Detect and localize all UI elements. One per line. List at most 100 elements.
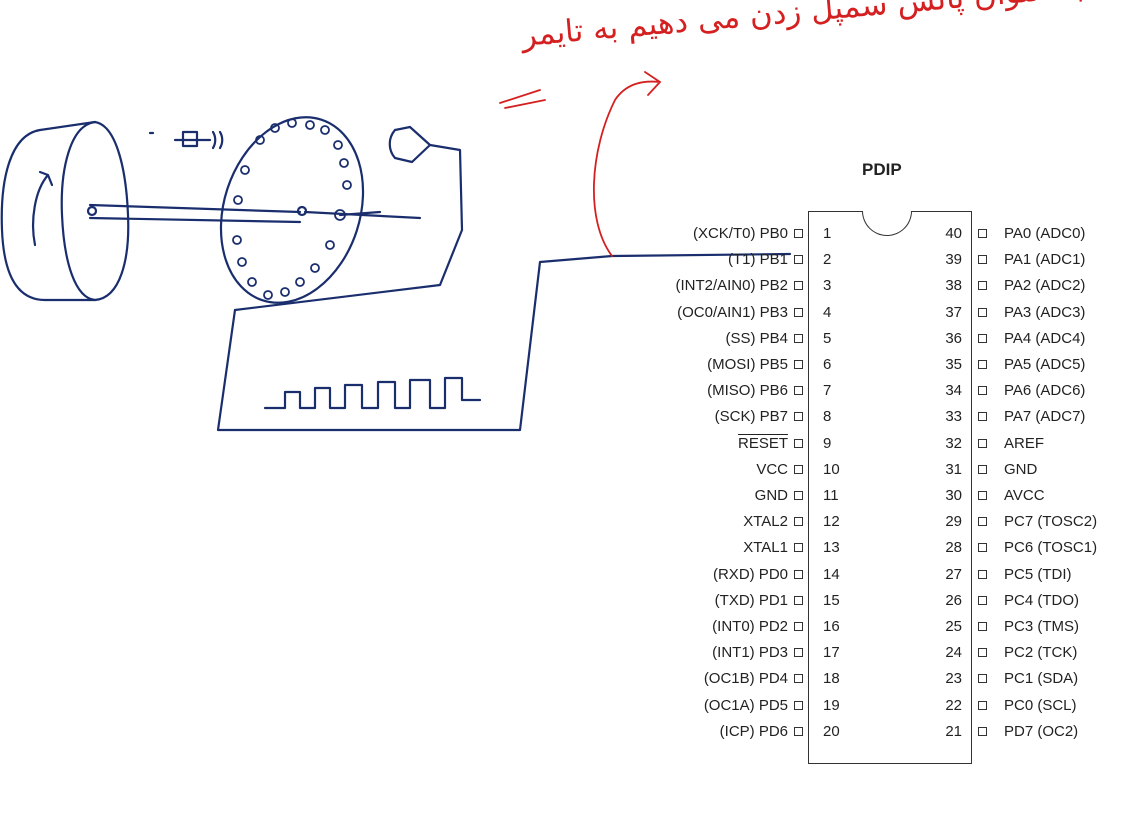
pin-label-left: RESET [737, 434, 788, 452]
pin-label-right: PA2 (ADC2) [1004, 277, 1086, 295]
pin-label-right: PC4 (TDO) [1004, 591, 1079, 609]
pin-pad-right [978, 360, 987, 369]
pin-number-left: 12 [823, 513, 840, 531]
pin-label-right: PC3 (TMS) [1004, 618, 1079, 635]
pin-number-right: 29 [945, 513, 962, 531]
pin-number-left: 15 [823, 591, 840, 609]
pin-number-left: 10 [823, 460, 840, 478]
pin-label-left: (RXD) PD0 [712, 565, 788, 583]
pin-number-right: 26 [945, 591, 962, 609]
pin-label-right: PA7 (ADC7) [1004, 408, 1086, 426]
pin-pad-left [794, 595, 803, 605]
pin-number-right: 35 [945, 356, 962, 373]
annotation-arrow [593, 71, 662, 257]
pin-label-left: GND [754, 487, 788, 504]
pin-number-right: 38 [945, 277, 962, 295]
pin-pad-left [794, 648, 803, 658]
pin-label-right: PA4 (ADC4) [1004, 329, 1086, 347]
pin-pad-right [978, 386, 987, 396]
motor-drum [0, 120, 130, 302]
optical-sensor [388, 125, 432, 164]
pin-label-right: GND [1004, 460, 1038, 478]
pin-pad-left [794, 700, 803, 710]
pin-pad-right [978, 595, 987, 605]
pin-label-right: PA6 (ADC6) [1004, 382, 1086, 400]
pin-number-right: 34 [945, 382, 962, 400]
pin-label-right: AREF [1004, 434, 1045, 452]
pin-number-right: 30 [945, 487, 962, 504]
pin-pad-left [794, 491, 803, 500]
rotation-arrow [32, 170, 54, 247]
pin-number-right: 21 [945, 722, 962, 740]
pin-pad-left [794, 438, 803, 448]
pin-pad-left [794, 674, 803, 684]
pin-number-left: 4 [823, 303, 832, 321]
pin-number-left: 5 [823, 329, 832, 347]
pin-pad-right [978, 281, 987, 291]
pin-number-left: 9 [823, 434, 832, 452]
pin-pad-right [978, 543, 987, 553]
pin-label-right: PD7 (OC2) [1004, 722, 1079, 740]
pin-label-left: XTAL2 [743, 513, 788, 531]
pin-pad-right [978, 622, 987, 631]
pin-label-left: (MISO) PB6 [707, 382, 788, 400]
pin-pad-right [978, 229, 987, 238]
pin-label-right: PC6 (TOSC1) [1004, 539, 1098, 557]
pin-label-right: PA1 (ADC1) [1004, 251, 1086, 269]
pin-number-right: 37 [945, 303, 962, 321]
pin-number-left: 16 [823, 618, 840, 635]
pin-number-right: 28 [945, 539, 962, 557]
pin-pad-right [978, 569, 987, 579]
pin-number-right: 31 [945, 460, 962, 478]
pin-label-right: PC5 (TDI) [1004, 565, 1072, 583]
pin-pad-left [794, 333, 803, 343]
pulse-train [263, 376, 482, 410]
pin-label-right: AVCC [1004, 487, 1045, 504]
pin-label-right: PA3 (ADC3) [1004, 303, 1086, 321]
package-title: PDIP [862, 160, 902, 179]
pin-label-right: PA5 (ADC5) [1004, 356, 1086, 373]
pin-label-left: (INT0) PD2 [712, 618, 788, 635]
pin-pad-right [978, 464, 987, 474]
pin-label-left: XTAL1 [743, 539, 788, 557]
pin-label-left: (INT2/AIN0) PB2 [675, 277, 788, 295]
pin-pad-left [794, 386, 803, 396]
pin-pad-right [978, 648, 987, 658]
pin-number-left: 17 [823, 644, 840, 662]
pin-number-left: 11 [823, 487, 839, 504]
pin-label-left: (ICP) PD6 [719, 722, 788, 740]
pin-pad-left [794, 622, 803, 631]
pin-pad-right [978, 412, 987, 422]
pin-number-right: 24 [945, 644, 962, 662]
pin-pad-left [794, 464, 803, 474]
pin-number-right: 27 [945, 565, 962, 583]
pin-pad-left [794, 726, 803, 736]
motor-drum-face [60, 120, 97, 302]
pin-number-right: 36 [945, 329, 962, 347]
pin-number-right: 25 [945, 618, 962, 635]
pin-pad-left [794, 229, 803, 238]
pin-label-right: PA0 (ADC0) [1004, 225, 1086, 242]
pin-label-left: (OC0/AIN1) PB3 [677, 303, 788, 321]
pin-pad-left [794, 412, 803, 422]
pin-label-right: PC2 (TCK) [1004, 644, 1078, 662]
pin-number-left: 2 [823, 251, 832, 269]
pin-number-right: 22 [945, 696, 962, 714]
pin-number-right: 23 [945, 670, 962, 688]
pin-pad-right [978, 438, 987, 448]
pin-pad-left [794, 517, 803, 527]
pin-label-left: (MOSI) PB5 [707, 356, 788, 373]
pin-pad-right [978, 333, 987, 343]
shaft-2 [303, 210, 422, 220]
pin-label-left: (SS) PB4 [725, 329, 788, 347]
pin-label-left: (T1) PB1 [727, 251, 788, 269]
pin-label-left: (XCK/T0) PB0 [692, 225, 788, 242]
pin-pad-left [794, 543, 803, 553]
pin-label-left: (SCK) PB7 [714, 408, 788, 426]
pin-label-left: (OC1A) PD5 [703, 696, 788, 714]
pin-number-left: 3 [823, 277, 832, 295]
pin-pad-right [978, 726, 987, 736]
pin-number-right: 32 [945, 434, 962, 452]
pin-number-left: 19 [823, 696, 840, 714]
